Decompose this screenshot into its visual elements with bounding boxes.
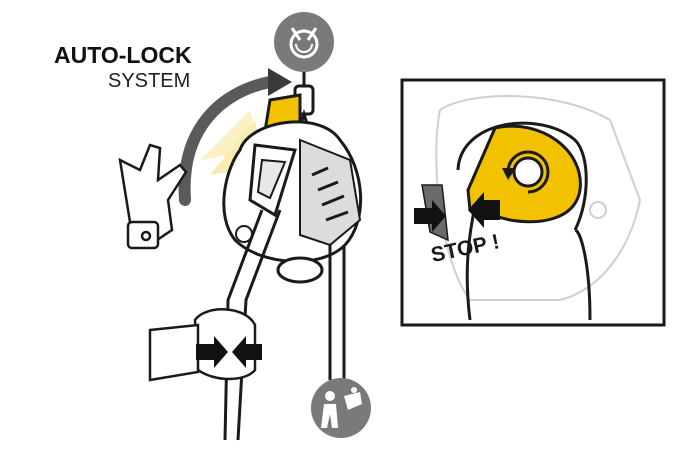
climber-belayer-icon: [311, 378, 371, 438]
title-main: AUTO-LOCK: [54, 42, 192, 69]
detail-inset: [402, 80, 664, 325]
auto-lock-cam-icon: [274, 12, 334, 72]
title-sub: SYSTEM: [108, 70, 190, 93]
upper-hand: [120, 145, 186, 248]
